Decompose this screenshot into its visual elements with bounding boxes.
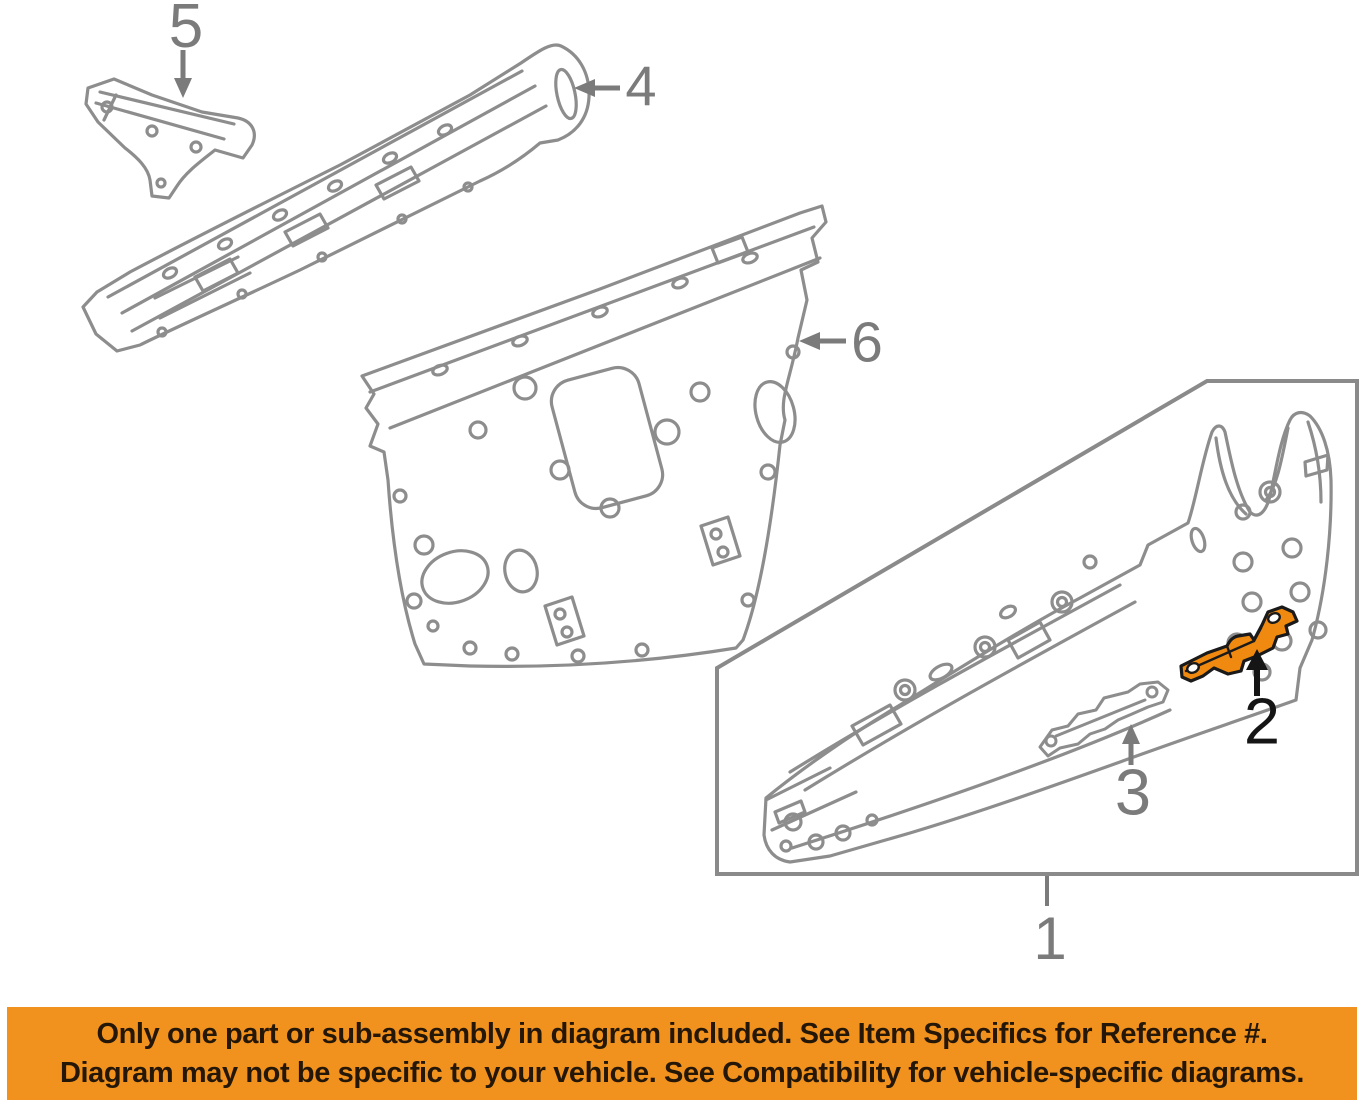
callout-6-arrow [799, 332, 846, 350]
part-2-body [1179, 605, 1299, 683]
callout-5-label: 5 [168, 0, 204, 61]
callout-6-label: 6 [851, 310, 883, 375]
part-4-drawing [81, 43, 591, 353]
callout-1-label: 1 [1033, 905, 1067, 972]
part-5-drawing [84, 77, 256, 200]
part-1-assembly-drawing [762, 410, 1333, 864]
callout-3-label: 3 [1114, 755, 1152, 829]
disclaimer-banner: Only one part or sub-assembly in diagram… [7, 1007, 1357, 1100]
callout-4-arrow [574, 79, 620, 97]
callout-2-arrow [1246, 649, 1268, 696]
disclaimer-line-1: Only one part or sub-assembly in diagram… [96, 1017, 1268, 1050]
callout-3-arrow [1122, 724, 1140, 765]
part-6-drawing [360, 204, 828, 668]
callout-5-arrow [174, 50, 192, 98]
callout-2-label: 2 [1243, 684, 1281, 758]
part-2-highlighted-drawing [1179, 605, 1299, 683]
callout-4-label: 4 [625, 54, 657, 117]
disclaimer-line-2: Diagram may not be specific to your vehi… [59, 1056, 1305, 1089]
part-3-drawing [1038, 680, 1170, 758]
